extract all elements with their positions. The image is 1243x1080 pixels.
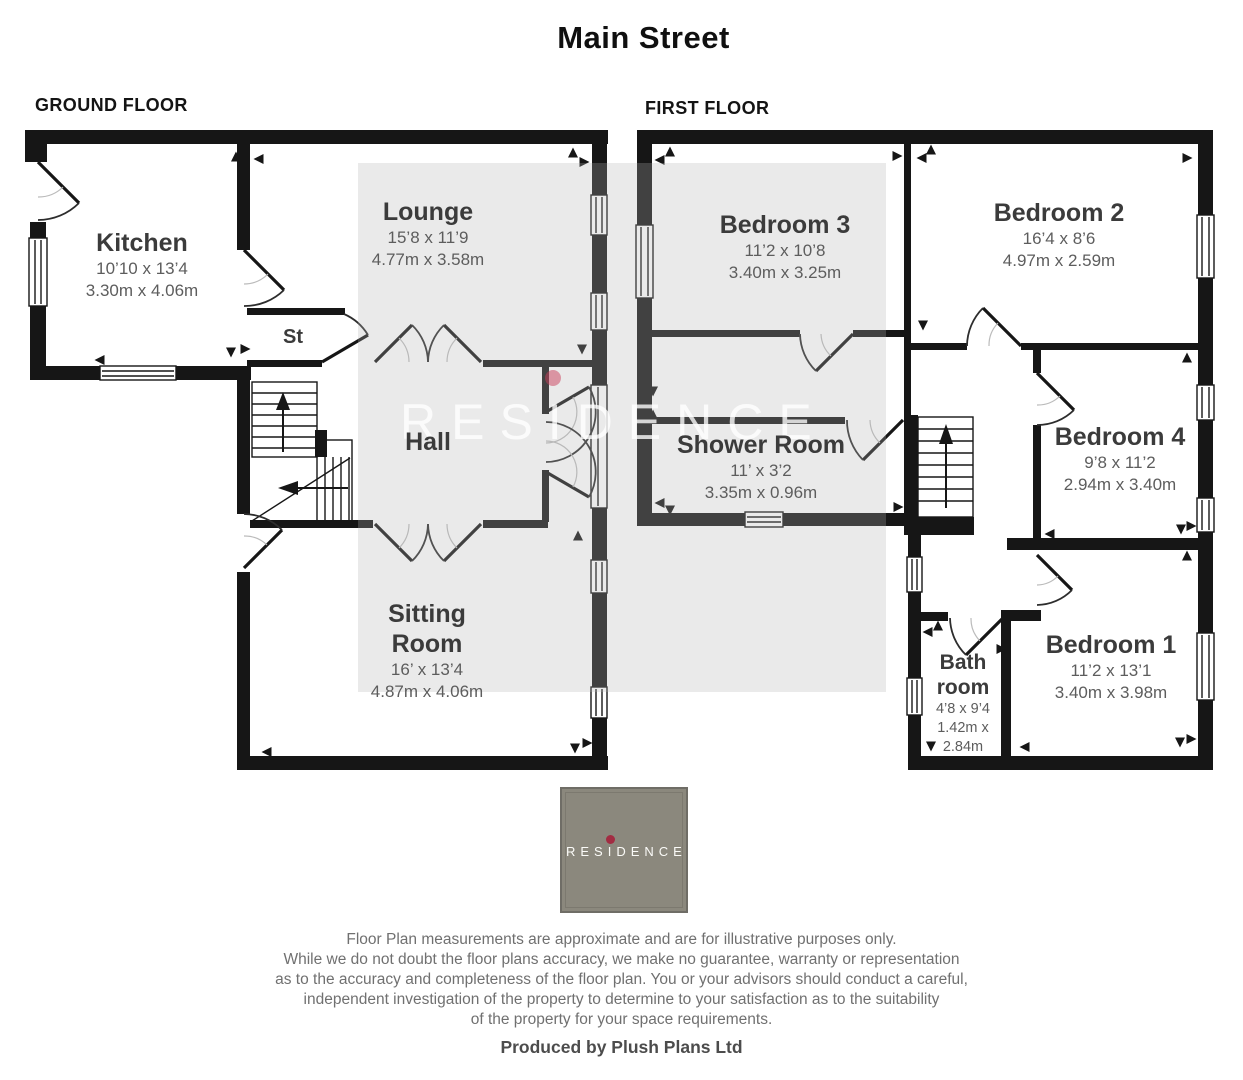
disclaimer-line-3: as to the accuracy and completeness of t… xyxy=(275,971,968,988)
ground-floor-stairs xyxy=(251,381,353,524)
first-floor-windows xyxy=(635,214,1215,716)
room-label-bedroom-2: Bedroom 2 16’4 x 8’6 4.97m x 2.59m xyxy=(994,198,1125,272)
room-dims-metric-line2: 2.84m xyxy=(942,739,984,755)
room-label-store: St xyxy=(283,325,303,349)
ground-floor-doors xyxy=(36,160,597,570)
room-label-bedroom-4: Bedroom 4 9’8 x 11’2 2.94m x 3.40m xyxy=(1055,422,1186,496)
room-dims-metric: 4.97m x 2.59m xyxy=(1002,251,1116,270)
room-name: Kitchen xyxy=(96,229,188,257)
ground-floor-label: GROUND FLOOR xyxy=(35,95,188,115)
room-dims-metric: 4.87m x 4.06m xyxy=(370,682,484,701)
room-dims-metric: 3.40m x 3.98m xyxy=(1054,683,1168,702)
room-label-kitchen: Kitchen 10’10 x 13’4 3.30m x 4.06m xyxy=(86,228,198,302)
room-name-line1: Sitting xyxy=(388,600,466,628)
room-dims-imperial: 11’ x 3’2 xyxy=(730,461,792,480)
room-name: Bedroom 4 xyxy=(1054,423,1186,451)
room-dims-imperial: 16’ x 13’4 xyxy=(390,660,464,679)
residence-watermark: RESIDENCE xyxy=(358,163,886,692)
room-name: St xyxy=(283,326,303,348)
room-name-line2: Room xyxy=(391,630,463,658)
room-label-bedroom-3: Bedroom 3 11’2 x 10’8 3.40m x 3.25m xyxy=(720,210,851,284)
first-floor-plan xyxy=(637,130,1213,770)
logo-border xyxy=(565,792,683,908)
room-name: Bedroom 1 xyxy=(1045,631,1177,659)
room-dims-metric-line1: 1.42m x xyxy=(937,720,989,736)
room-dims-imperial: 9’8 x 11’2 xyxy=(1084,453,1156,472)
room-label-bathroom: Bath room 4’8 x 9’4 1.42m x 2.84m xyxy=(936,650,990,757)
page-title: Main Street xyxy=(557,20,730,55)
room-dims-imperial: 11’2 x 10’8 xyxy=(744,241,826,260)
room-label-bedroom-1: Bedroom 1 11’2 x 13’1 3.40m x 3.98m xyxy=(1046,630,1177,704)
disclaimer-line-4: independent investigation of the propert… xyxy=(303,991,940,1008)
room-dims-metric: 2.94m x 3.40m xyxy=(1063,475,1177,494)
disclaimer-line-1: Floor Plan measurements are approximate … xyxy=(346,931,897,948)
producer-credit: Produced by Plush Plans Ltd xyxy=(500,1037,743,1057)
ground-floor-plan xyxy=(25,130,608,770)
disclaimer-line-5: of the property for your space requireme… xyxy=(470,1011,773,1028)
logo-text: RESIDENCE xyxy=(566,844,687,859)
room-dims-metric: 3.35m x 0.96m xyxy=(704,483,818,502)
room-dims-imperial: 10’10 x 13’4 xyxy=(96,259,188,278)
room-dims-metric: 3.30m x 4.06m xyxy=(85,281,199,300)
room-name-line1: Bath xyxy=(939,651,987,674)
room-dims-imperial: 4’8 x 9’4 xyxy=(935,701,991,717)
watermark-dot-icon xyxy=(545,370,561,386)
logo-dot-icon xyxy=(606,835,615,844)
room-name: Hall xyxy=(405,428,451,456)
room-dims-metric: 4.77m x 3.58m xyxy=(371,250,485,269)
first-floor-label: FIRST FLOOR xyxy=(645,98,770,118)
disclaimer-line-2: While we do not doubt the floor plans ac… xyxy=(283,951,960,968)
room-name: Bedroom 3 xyxy=(719,211,851,239)
room-label-shower-room: Shower Room 11’ x 3’2 3.35m x 0.96m xyxy=(677,430,845,504)
room-dims-imperial: 15’8 x 11’9 xyxy=(387,228,469,247)
room-name: Bedroom 2 xyxy=(993,199,1125,227)
first-floor-stairs xyxy=(917,416,974,518)
room-name-line2: room xyxy=(936,676,990,699)
watermark-text: RESIDENCE xyxy=(400,394,827,450)
room-name: Shower Room xyxy=(676,431,846,459)
room-dims-imperial: 16’4 x 8’6 xyxy=(1022,229,1096,248)
room-dims-metric: 3.40m x 3.25m xyxy=(728,263,842,282)
room-dims-imperial: 11’2 x 13’1 xyxy=(1070,661,1152,680)
room-label-lounge: Lounge 15’8 x 11’9 4.77m x 3.58m xyxy=(372,197,484,271)
room-label-sitting-room: Sitting Room 16’ x 13’4 4.87m x 4.06m xyxy=(371,599,483,703)
first-floor-doors xyxy=(799,306,1076,657)
residence-logo: RESIDENCE xyxy=(560,787,688,913)
room-name: Lounge xyxy=(382,198,474,226)
room-label-hall: Hall xyxy=(405,427,451,457)
